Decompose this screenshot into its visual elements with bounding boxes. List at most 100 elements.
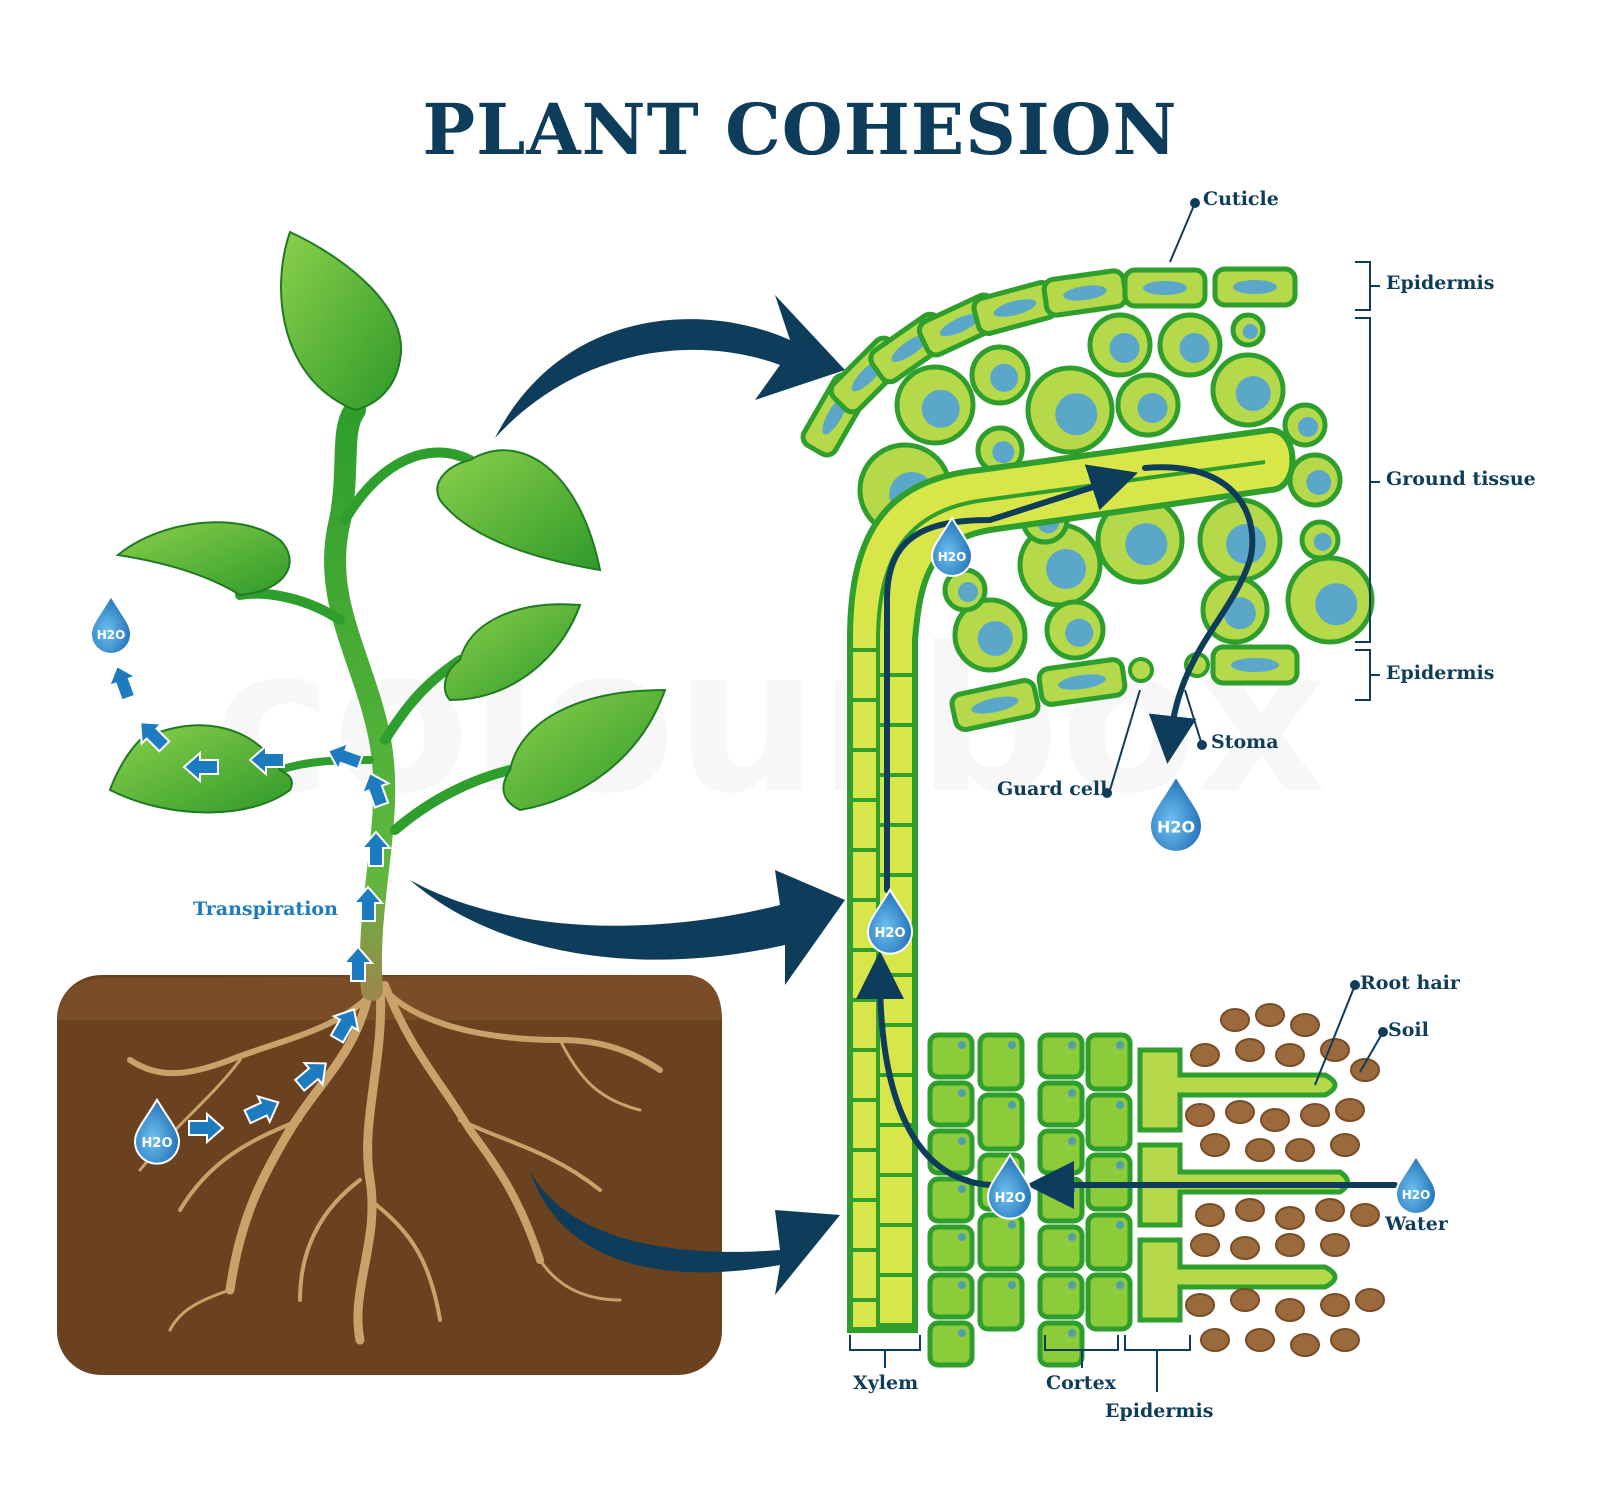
cell-nucleus <box>921 389 960 428</box>
cell-nucleus <box>958 1281 966 1289</box>
cell-nucleus <box>1068 1329 1076 1337</box>
cell-nucleus <box>1116 1101 1124 1109</box>
soil-particle <box>1225 1100 1255 1124</box>
soil-particle <box>1245 1138 1275 1162</box>
epidermis-cell <box>1122 267 1208 309</box>
root-cell <box>1037 1320 1085 1368</box>
cell-nucleus <box>977 621 1013 656</box>
cell-nucleus <box>1313 532 1332 551</box>
water-flow-arrows <box>856 464 1398 1209</box>
soil-particle <box>1185 1293 1215 1317</box>
cell-nucleus <box>1068 1041 1076 1049</box>
soil-particle <box>1200 1133 1230 1157</box>
root-cell <box>977 1092 1025 1152</box>
cell-nucleus <box>1298 417 1318 437</box>
cell-nucleus <box>1055 393 1098 436</box>
soil-particle <box>1260 1108 1290 1132</box>
soil-particle <box>1330 1133 1360 1157</box>
water-droplet-icon: H2O <box>89 594 133 655</box>
root-cell <box>1085 1092 1133 1152</box>
label-stoma: Stoma <box>1211 731 1279 753</box>
water-droplet-icon: H2O <box>1394 1154 1438 1215</box>
water-droplet-icon: H2O <box>930 516 974 577</box>
root-cell <box>1037 1272 1085 1320</box>
water-symbol-text: H2O <box>1157 817 1195 836</box>
blue-arrow <box>360 771 391 809</box>
soil-particle <box>1190 1233 1220 1257</box>
root-cell <box>927 1176 975 1224</box>
water-symbol-text: H2O <box>995 1191 1026 1206</box>
epidermis-cell <box>1212 266 1298 308</box>
cell-nucleus <box>1242 324 1258 339</box>
page-title: PLANT COHESION <box>422 88 1178 171</box>
cell-nucleus <box>1068 1089 1076 1097</box>
label-leader-lines <box>849 198 1388 1392</box>
cell-nucleus <box>1008 1041 1016 1049</box>
root-cell <box>927 1032 975 1080</box>
soil-particle <box>1275 1298 1305 1322</box>
root-cell <box>927 1080 975 1128</box>
label-epidermis-top: Epidermis <box>1386 272 1495 294</box>
soil-particle <box>1230 1236 1260 1260</box>
cell-nucleus <box>990 363 1019 392</box>
cell-nucleus <box>958 1233 966 1241</box>
label-soil: Soil <box>1388 1019 1429 1041</box>
soil-particle <box>1185 1103 1215 1127</box>
water-droplet-icon: H2O <box>133 1097 181 1165</box>
cell-nucleus <box>958 582 978 602</box>
root-cell <box>1085 1212 1133 1272</box>
soil-particle <box>1245 1328 1275 1352</box>
epidermis-cell <box>1041 268 1129 318</box>
cell-nucleus <box>1179 333 1210 363</box>
soil-particle <box>1320 1293 1350 1317</box>
cell-nucleus <box>1109 333 1140 363</box>
cell-nucleus <box>1008 1281 1016 1289</box>
soil-particle <box>1275 1233 1305 1257</box>
cell-nucleus <box>958 1137 966 1145</box>
water-droplet-icon: H2O <box>1148 774 1204 853</box>
blue-arrow <box>293 1061 327 1093</box>
label-ground-tissue: Ground tissue <box>1386 468 1536 490</box>
cell-nucleus <box>1068 1281 1076 1289</box>
soil-particle <box>1320 1233 1350 1257</box>
label-water: Water <box>1385 1213 1448 1235</box>
soil-particle <box>1255 1003 1285 1027</box>
label-transpiration: Transpiration <box>193 898 338 920</box>
cell-nucleus <box>958 1329 966 1337</box>
cell-nucleus <box>1116 1281 1124 1289</box>
label-epidermis-leaf-bottom: Epidermis <box>1386 662 1495 684</box>
soil-particle <box>1230 1288 1260 1312</box>
root-cell <box>977 1032 1025 1092</box>
epidermis-cell <box>1036 657 1128 707</box>
cell-nucleus <box>1125 523 1168 566</box>
root-cell <box>1037 1128 1085 1176</box>
cell-nucleus <box>1116 1161 1124 1169</box>
soil-particle <box>1275 1206 1305 1230</box>
soil-block <box>57 975 722 1375</box>
cell-nucleus <box>1068 1137 1076 1145</box>
cell-nucleus <box>1306 470 1332 495</box>
soil-particle <box>1350 1203 1380 1227</box>
soil-particle <box>1330 1328 1360 1352</box>
blue-arrow <box>329 1008 360 1044</box>
root-cell <box>1037 1224 1085 1272</box>
label-root-hair: Root hair <box>1360 972 1460 994</box>
root-cell <box>1085 1272 1133 1332</box>
soil-particle <box>1350 1058 1380 1082</box>
water-symbol-text: H2O <box>142 1136 173 1151</box>
guard-cell-left <box>1128 657 1154 683</box>
cell-nucleus <box>1226 524 1266 564</box>
cell-nucleus <box>1116 1041 1124 1049</box>
epidermis-cell <box>949 678 1041 732</box>
soil-particle <box>1235 1198 1265 1222</box>
cell-nucleus <box>1315 583 1358 626</box>
leaf-cross-section <box>800 266 1375 732</box>
plant-stem <box>323 399 396 1001</box>
label-epidermis-root: Epidermis <box>1105 1400 1214 1422</box>
water-symbol-text: H2O <box>1402 1188 1431 1202</box>
blue-arrow <box>248 743 285 777</box>
soil-particle <box>1235 1038 1265 1062</box>
